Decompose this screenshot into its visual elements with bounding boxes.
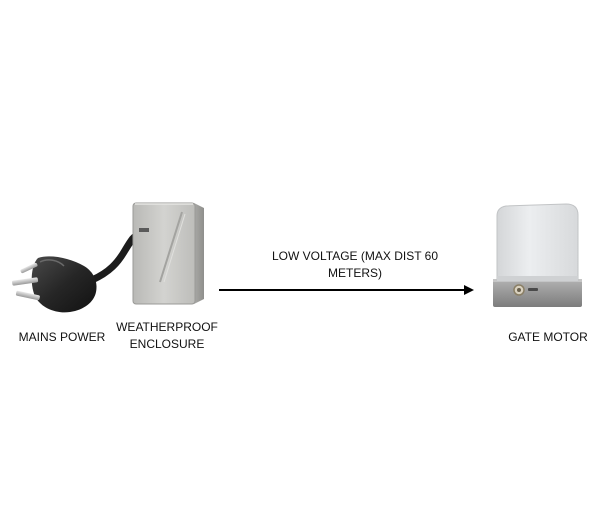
- mains-plug-icon: [12, 232, 140, 313]
- enclosure-label: WEATHERPROOF ENCLOSURE: [112, 319, 222, 353]
- enclosure-box-icon: [132, 202, 204, 305]
- gate-motor-icon: [493, 203, 582, 307]
- low-voltage-label: LOW VOLTAGE (MAX DIST 60 METERS): [255, 248, 455, 282]
- mains-power-label: MAINS POWER: [18, 330, 106, 344]
- enclosure-label-line1: WEATHERPROOF: [116, 320, 218, 334]
- low-voltage-label-line1: LOW VOLTAGE (MAX DIST 60: [271, 249, 439, 263]
- low-voltage-label-line2: METERS): [328, 266, 382, 280]
- enclosure-label-line2: ENCLOSURE: [129, 337, 205, 351]
- gate-motor-label: GATE MOTOR: [508, 330, 588, 344]
